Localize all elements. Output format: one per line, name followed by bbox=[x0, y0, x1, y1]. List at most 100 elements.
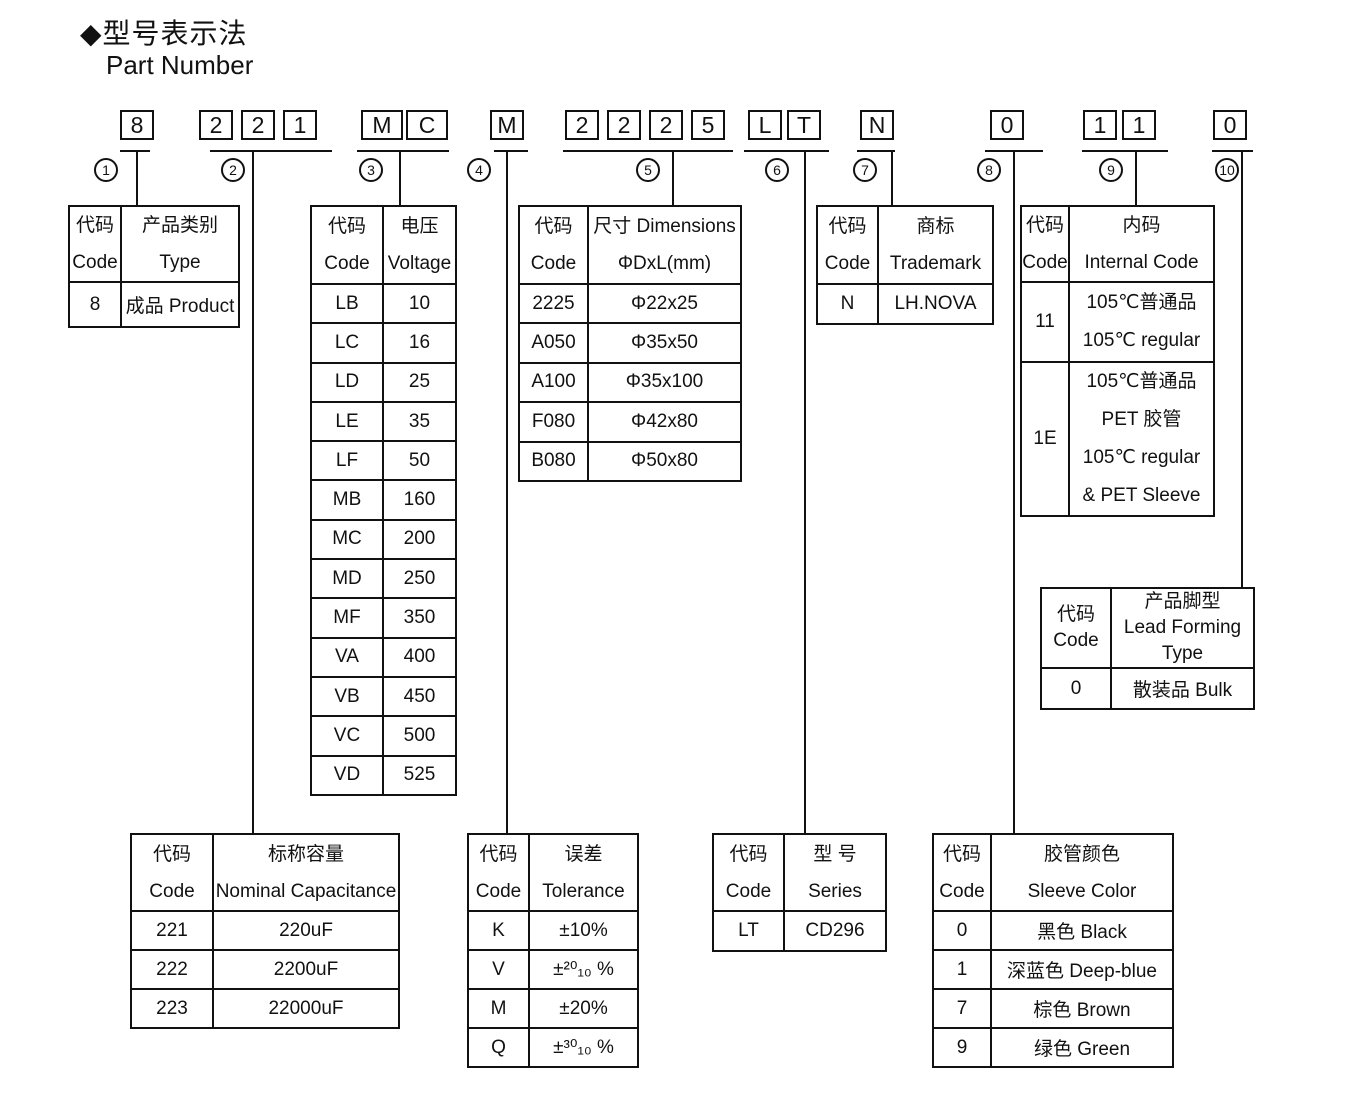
part-number-box: 8 bbox=[120, 110, 154, 140]
callout-circle-5: 5 bbox=[636, 158, 660, 182]
cell-code: MB bbox=[310, 479, 384, 521]
header-code: 代码 Code bbox=[68, 205, 122, 283]
cell-value: Φ22x25 bbox=[587, 282, 742, 325]
cell-code: 223 bbox=[130, 988, 214, 1029]
part-number-box: 2 bbox=[241, 110, 275, 140]
trademark-table: 代码 Code 商标 Trademark N LH.NOVA bbox=[816, 205, 994, 325]
group-underline bbox=[357, 150, 449, 152]
part-number-box: 1 bbox=[283, 110, 317, 140]
cell-code: 0 bbox=[1040, 667, 1112, 710]
cell-code: LD bbox=[310, 361, 384, 403]
group-underline bbox=[985, 150, 1043, 152]
cell-code: K bbox=[467, 910, 530, 951]
part-number-box: N bbox=[860, 110, 894, 140]
group-underline bbox=[1212, 150, 1253, 152]
part-number-box: 2 bbox=[649, 110, 683, 140]
header-lead-forming: 产品脚型 Lead Forming Type bbox=[1110, 587, 1255, 669]
cell-code: B080 bbox=[518, 440, 589, 482]
cell-value: 2200uF bbox=[212, 949, 400, 990]
cell-code: N bbox=[816, 283, 879, 325]
page-title-en: Part Number bbox=[106, 50, 254, 80]
table-row: 1E 105℃普通品 PET 胶管 105℃ regular & PET Sle… bbox=[1020, 361, 1215, 517]
header-dimensions: 尺寸 Dimensions ΦDxL(mm) bbox=[587, 205, 742, 285]
group-underline bbox=[1082, 150, 1168, 152]
header-tolerance: 误差 Tolerance bbox=[528, 833, 639, 912]
connector-line bbox=[506, 152, 508, 833]
part-number-box: 2 bbox=[199, 110, 233, 140]
cell-value: 50 bbox=[382, 440, 457, 482]
header-capacitance: 标称容量 Nominal Capacitance bbox=[212, 833, 400, 912]
part-number-box: T bbox=[787, 110, 821, 140]
header-voltage: 电压 Voltage bbox=[382, 205, 457, 285]
cell-value: 400 bbox=[382, 636, 457, 678]
part-number-box: 2 bbox=[607, 110, 641, 140]
cell-value: 深蓝色 Deep-blue bbox=[990, 949, 1174, 990]
connector-line bbox=[136, 152, 138, 205]
group-underline bbox=[744, 150, 829, 152]
header-type: 产品类别 Type bbox=[120, 205, 240, 283]
cell-value: Φ50x80 bbox=[587, 440, 742, 482]
connector-line bbox=[399, 152, 401, 205]
cell-code: 2225 bbox=[518, 282, 589, 325]
part-number-box: L bbox=[748, 110, 782, 140]
table-row: K±10% bbox=[467, 910, 639, 951]
cell-value: Φ42x80 bbox=[587, 401, 742, 443]
callout-circle-10: 10 bbox=[1215, 158, 1239, 182]
connector-line bbox=[1013, 152, 1015, 833]
cell-value: 500 bbox=[382, 715, 457, 757]
header-code: 代码 Code bbox=[518, 205, 589, 285]
callout-circle-1: 1 bbox=[94, 158, 118, 182]
callout-circle-2: 2 bbox=[221, 158, 245, 182]
table-row: V±²⁰₁₀ % bbox=[467, 949, 639, 990]
table-row: 0 散装品 Bulk bbox=[1040, 667, 1255, 710]
cell-value: ±²⁰₁₀ % bbox=[528, 949, 639, 990]
cell-code: LC bbox=[310, 322, 384, 364]
part-number-box: M bbox=[361, 110, 403, 140]
cell-code: 0 bbox=[932, 910, 992, 951]
table-row: 8 成品 Product bbox=[68, 281, 240, 328]
group-underline bbox=[210, 150, 332, 152]
internal-code-table: 代码 Code 内码 Internal Code 11 105℃普通品 105℃… bbox=[1020, 205, 1215, 517]
series-table: 代码 Code 型 号 Series LT CD296 bbox=[712, 833, 887, 952]
callout-circle-8: 8 bbox=[977, 158, 1001, 182]
cell-value: ±10% bbox=[528, 910, 639, 951]
cell-value: LH.NOVA bbox=[877, 283, 994, 325]
header-code: 代码 Code bbox=[310, 205, 384, 285]
header-code: 代码 Code bbox=[130, 833, 214, 912]
cell-value: 10 bbox=[382, 282, 457, 325]
cell-code: 221 bbox=[130, 910, 214, 951]
cell-code: MD bbox=[310, 558, 384, 600]
cell-code: 8 bbox=[68, 281, 122, 328]
cell-code: 9 bbox=[932, 1027, 992, 1068]
cell-code: M bbox=[467, 988, 530, 1029]
part-number-box: C bbox=[406, 110, 448, 140]
cell-value: CD296 bbox=[783, 910, 887, 952]
group-underline bbox=[563, 150, 733, 152]
header-code: 代码 Code bbox=[1020, 205, 1070, 283]
cell-value: 35 bbox=[382, 400, 457, 443]
connector-line bbox=[1135, 152, 1137, 205]
cell-value: 16 bbox=[382, 322, 457, 364]
cell-code: LB bbox=[310, 282, 384, 325]
table-row: 11 105℃普通品 105℃ regular bbox=[1020, 281, 1215, 363]
callout-circle-3: 3 bbox=[359, 158, 383, 182]
part-number-box: 1 bbox=[1083, 110, 1117, 140]
header-code: 代码 Code bbox=[467, 833, 530, 912]
cell-value: ±³⁰₁₀ % bbox=[528, 1027, 639, 1068]
cell-value: 22000uF bbox=[212, 988, 400, 1029]
callout-circle-9: 9 bbox=[1099, 158, 1123, 182]
cell-code: V bbox=[467, 949, 530, 990]
